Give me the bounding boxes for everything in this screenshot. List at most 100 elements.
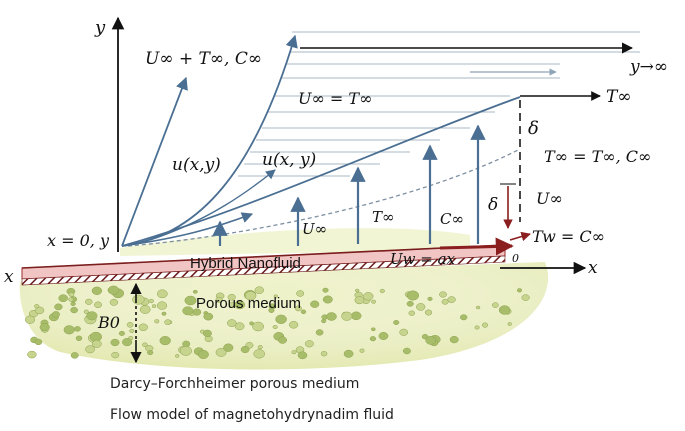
pebble	[288, 321, 299, 329]
pebble	[240, 345, 250, 354]
pebble	[156, 289, 168, 299]
pebble	[322, 295, 333, 304]
t-inf-right-label: T∞	[606, 87, 632, 107]
pebble	[85, 298, 93, 305]
pebble	[110, 338, 120, 347]
pebble	[91, 339, 102, 348]
pebble	[498, 305, 511, 315]
pebble	[129, 328, 135, 333]
pebble	[164, 319, 172, 326]
x-axis-label-right: x	[588, 258, 598, 278]
pebble	[111, 351, 120, 359]
pebble	[70, 301, 76, 307]
pebble	[315, 329, 324, 336]
axes	[111, 16, 587, 275]
caption-porous: Darcy–Forchheimer porous medium	[110, 376, 359, 392]
pebble	[122, 338, 133, 347]
pebble	[139, 305, 151, 314]
u-xy-mid-label: u(x, y)	[262, 150, 316, 170]
pebble	[54, 303, 63, 311]
delta-top-label: δ	[528, 118, 539, 139]
uw-label: Uw = ax	[390, 250, 456, 268]
free-stream-lines	[238, 31, 640, 177]
pebble	[257, 345, 263, 350]
pebble	[474, 325, 480, 330]
pebble	[86, 311, 98, 321]
pebble	[294, 305, 302, 312]
pebble	[142, 342, 148, 348]
pebble	[24, 315, 36, 324]
pebble	[321, 318, 327, 324]
pebble	[517, 288, 522, 293]
pebble	[481, 322, 489, 328]
boundary-layer-curves	[121, 34, 521, 247]
u-inf-lower-label: U∞	[302, 220, 327, 238]
y-axis-label: y	[94, 17, 106, 38]
pebble	[75, 335, 83, 341]
pebble	[253, 349, 265, 359]
caption-flow-model: Flow model of magnetohydrynadim fluid	[110, 407, 394, 423]
free-stream-arrows	[300, 42, 634, 101]
pebble	[70, 352, 79, 359]
t-inf-lower-label: T∞	[372, 208, 395, 226]
pebble	[399, 328, 409, 336]
pebble	[227, 319, 237, 327]
pebble	[371, 327, 376, 332]
thermal-boundary-dashed	[127, 149, 519, 247]
pebble	[439, 291, 447, 298]
pebble	[406, 300, 414, 307]
pebble	[369, 336, 377, 342]
origin-label: x = 0, y	[47, 231, 110, 250]
pebble	[379, 288, 385, 294]
pebble	[147, 350, 154, 356]
pebble	[507, 322, 512, 326]
pebble	[215, 348, 227, 357]
porous-label: Porous medium	[196, 295, 301, 312]
pebble	[475, 305, 481, 310]
pebble	[34, 306, 45, 315]
pebble	[268, 307, 275, 313]
pebble	[159, 336, 171, 346]
c-inf-lower-label: C∞	[440, 210, 464, 228]
pebble	[427, 296, 433, 301]
pebble	[278, 336, 287, 344]
pebble	[51, 311, 60, 318]
pebble	[85, 345, 95, 354]
plate-label: Hybrid Nanofluid	[190, 255, 301, 272]
pebble	[58, 294, 68, 303]
pebble	[521, 294, 530, 301]
pebble	[192, 289, 198, 294]
plate-small-label: 0	[512, 252, 519, 265]
t-inf-c-inf-label: T∞ = T∞, C∞	[544, 147, 651, 166]
pebble	[408, 310, 416, 316]
pebble	[252, 321, 264, 332]
pebble	[355, 288, 360, 293]
pebble	[154, 319, 160, 324]
pebble	[341, 311, 353, 321]
pebble	[363, 292, 374, 301]
pebble	[175, 354, 180, 358]
pebble	[126, 322, 134, 328]
pebble	[350, 311, 362, 321]
pebble	[424, 309, 433, 316]
pebble	[70, 306, 78, 314]
u-profile-arrow-short	[121, 212, 254, 247]
pebble	[182, 340, 191, 348]
pebble	[138, 323, 148, 332]
pebble	[63, 325, 75, 335]
pebble	[197, 350, 209, 359]
pebble	[304, 340, 314, 348]
pebble	[94, 301, 102, 309]
pebble	[416, 303, 426, 311]
pebble	[148, 298, 154, 304]
porous-pebbles	[24, 285, 530, 360]
pebble	[300, 309, 307, 315]
surface-glow	[120, 228, 470, 256]
pebble	[393, 320, 400, 325]
pebble	[184, 295, 197, 306]
pebble	[343, 349, 354, 358]
pebble	[272, 324, 278, 330]
pebble	[215, 296, 223, 303]
pebble	[234, 300, 246, 310]
pebble	[322, 287, 329, 293]
